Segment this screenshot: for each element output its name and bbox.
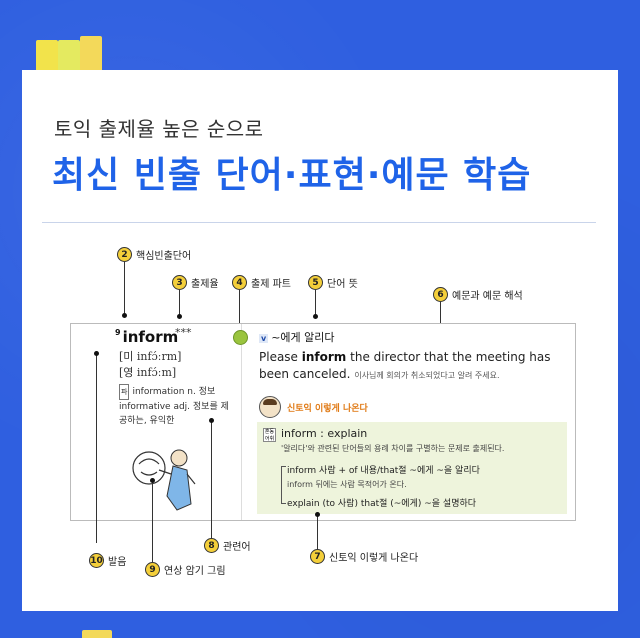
callout-line: [152, 480, 153, 562]
callout-10: 10 발음: [89, 553, 126, 568]
callout-label: 단어 뜻: [327, 279, 358, 290]
character-face-icon: [259, 396, 281, 418]
divider: [42, 222, 596, 223]
confusion-icon: 혼동 어휘: [263, 428, 276, 442]
callout-dot: [122, 313, 127, 318]
pos-tag: v: [259, 334, 269, 343]
callout-number: 8: [204, 538, 219, 553]
callout-line: [317, 514, 318, 550]
callout-dot: [313, 314, 318, 319]
example-pre: Please: [259, 350, 302, 364]
callout-dot: [315, 512, 320, 517]
callout-label: 연상 암기 그림: [164, 566, 226, 577]
frequency-stars: ***: [175, 326, 192, 339]
callout-line: [239, 290, 240, 326]
pronunciation-uk: [영 infɔ́ːm]: [119, 366, 177, 379]
callout-number: 7: [310, 549, 325, 564]
callout-label: 신토익 이렇게 나온다: [329, 553, 419, 564]
callout-6: 6 예문과 예문 해석: [433, 287, 523, 302]
shin-toeic-label: 신토익 이렇게 나온다: [287, 403, 368, 414]
tip-line-2: inform 뒤에는 사람 목적어가 온다.: [287, 480, 407, 489]
column-divider: [241, 324, 242, 520]
callout-3: 3 출제율: [172, 275, 219, 290]
page-subtitle: 토익 출제율 높은 순으로: [54, 117, 264, 141]
callout-5: 5 단어 뜻: [308, 275, 358, 290]
callout-label: 출제율: [191, 279, 219, 290]
callout-number: 4: [232, 275, 247, 290]
callout-8: 8 관련어: [204, 538, 251, 553]
callout-label: 예문과 예문 해석: [452, 291, 523, 302]
callout-line: [179, 290, 180, 316]
callout-dot: [209, 418, 214, 423]
word-meaning: v~에게 알리다: [259, 329, 335, 345]
headword-text: inform: [122, 328, 179, 346]
callout-label: 핵심빈출단어: [136, 251, 192, 262]
callout-number: 9: [145, 562, 160, 577]
callout-number: 2: [117, 247, 132, 262]
tip-line-1: inform 사람 + of 내용/that절 ~에게 ~을 알리다: [287, 466, 480, 476]
callout-dot: [150, 478, 155, 483]
example-sentence: Please inform the director that the meet…: [259, 349, 559, 384]
callout-label: 출제 파트: [251, 279, 291, 290]
callout-label: 관련어: [223, 542, 251, 553]
page-title: 최신 빈출 단어·표현·예문 학습: [52, 155, 532, 196]
callout-label: 발음: [108, 557, 127, 568]
example-translation: 이사님께 회의가 취소되었다고 알려 주세요.: [354, 371, 500, 380]
callout-dot: [177, 314, 182, 319]
callout-7: 7 신토익 이렇게 나온다: [310, 549, 418, 564]
callout-line: [96, 353, 97, 543]
sticky-note-decoration: [82, 630, 112, 638]
content-card: 토익 출제율 높은 순으로 최신 빈출 단어·표현·예문 학습 2 핵심빈출단어…: [22, 70, 618, 611]
callout-number: 3: [172, 275, 187, 290]
callout-line: [315, 290, 316, 316]
tip-description: '알리다'와 관련된 단어들의 용례 차이를 구별하는 문제로 출제된다.: [281, 444, 505, 453]
entry-index: 9: [115, 328, 121, 337]
tip-box: 혼동 어휘 inform : explain '알리다'와 관련된 단어들의 용…: [257, 422, 567, 514]
related-word-1: information n. 정보: [132, 387, 216, 397]
callout-dot: [94, 351, 99, 356]
part-indicator-dot: [233, 330, 248, 345]
related-word-2: informative adj. 정보를 제공하는, 유익한: [119, 402, 229, 426]
callout-2: 2 핵심빈출단어: [117, 247, 191, 262]
callout-number: 5: [308, 275, 323, 290]
tip-line-3: explain (to 사람) that절 (~에게) ~을 설명하다: [287, 499, 477, 509]
callout-number: 10: [89, 553, 104, 568]
callout-number: 6: [433, 287, 448, 302]
callout-4: 4 출제 파트: [232, 275, 291, 290]
example-post: the director that the meeting has been c…: [259, 350, 551, 381]
bracket-line: [281, 466, 286, 504]
tip-title: inform : explain: [281, 427, 368, 440]
shin-toeic-header: 신토익 이렇게 나온다: [259, 396, 368, 418]
pronunciation-us: [미 infɔ́ːrm]: [119, 350, 182, 363]
sticky-note-decoration: [80, 36, 102, 76]
meaning-text: ~에게 알리다: [271, 331, 335, 344]
callout-9: 9 연상 암기 그림: [145, 562, 226, 577]
callout-line: [211, 420, 212, 540]
mnemonic-illustration-icon: [132, 449, 196, 511]
callout-line: [124, 262, 125, 315]
related-tag: 파: [119, 384, 130, 400]
example-bold: inform: [301, 350, 347, 364]
